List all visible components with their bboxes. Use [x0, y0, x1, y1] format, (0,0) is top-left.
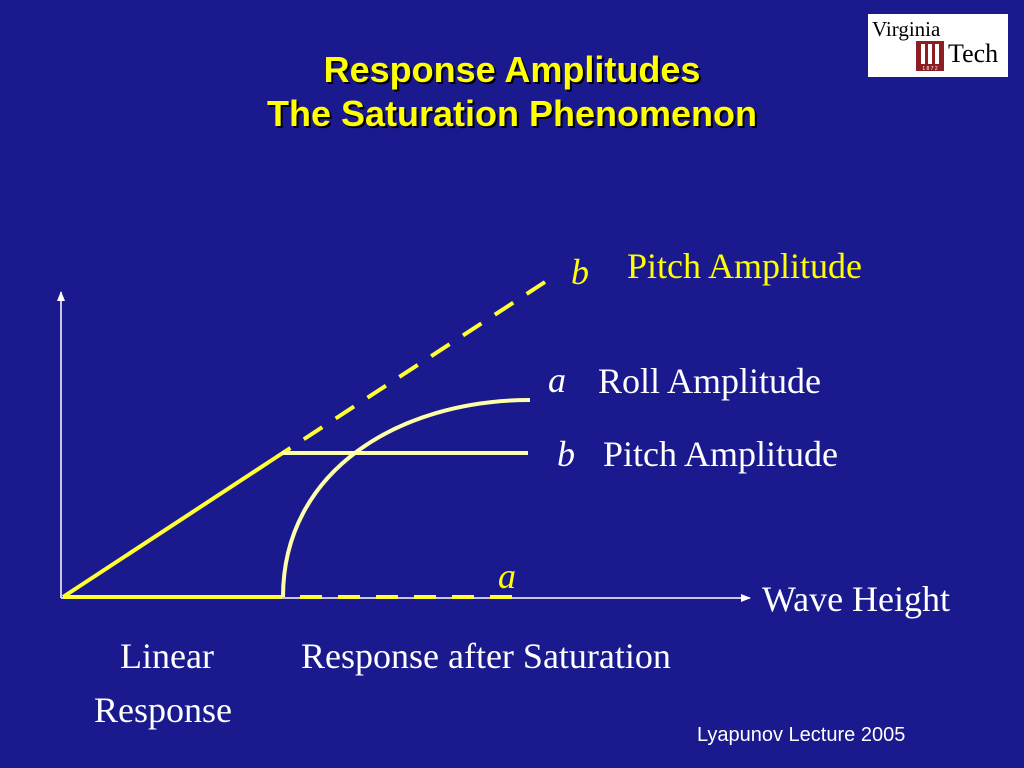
- region-label-response: Response: [94, 690, 232, 730]
- pitch-amplitude-extrapolation-dashed: [270, 280, 547, 462]
- logo-seal-icon: 1 8 7 2: [916, 41, 944, 72]
- region-label-saturation: Response after Saturation: [301, 636, 671, 676]
- label-a-low-symbol: a: [498, 556, 516, 596]
- roll-amplitude-curve: [281, 398, 531, 598]
- region-label-linear: Linear: [120, 636, 214, 676]
- label-b-top-symbol: b: [571, 252, 589, 292]
- linear-response-line: [61, 458, 274, 599]
- logo-seal-text: 1 8 7 2: [922, 66, 938, 72]
- footer-text: Lyapunov Lecture 2005: [697, 724, 906, 746]
- logo-word-virginia: Virginia: [872, 17, 941, 41]
- label-pitch-amplitude-mid: Pitch Amplitude: [603, 434, 839, 474]
- title-line-1: Response Amplitudes: [323, 49, 701, 90]
- virginia-tech-logo: Virginia 1 8 7 2 Tech: [868, 14, 1008, 77]
- logo-word-tech: Tech: [948, 39, 998, 68]
- x-axis-label: Wave Height: [762, 579, 951, 619]
- label-pitch-amplitude-top: Pitch Amplitude: [627, 246, 863, 286]
- label-b-mid-symbol: b: [557, 434, 575, 474]
- title-line-2: The Saturation Phenomenon: [266, 93, 758, 134]
- label-roll-amplitude: Roll Amplitude: [598, 361, 822, 401]
- label-a-mid-symbol: a: [548, 360, 566, 400]
- slide-title: Response Amplitudes The Saturation Pheno…: [0, 48, 1024, 136]
